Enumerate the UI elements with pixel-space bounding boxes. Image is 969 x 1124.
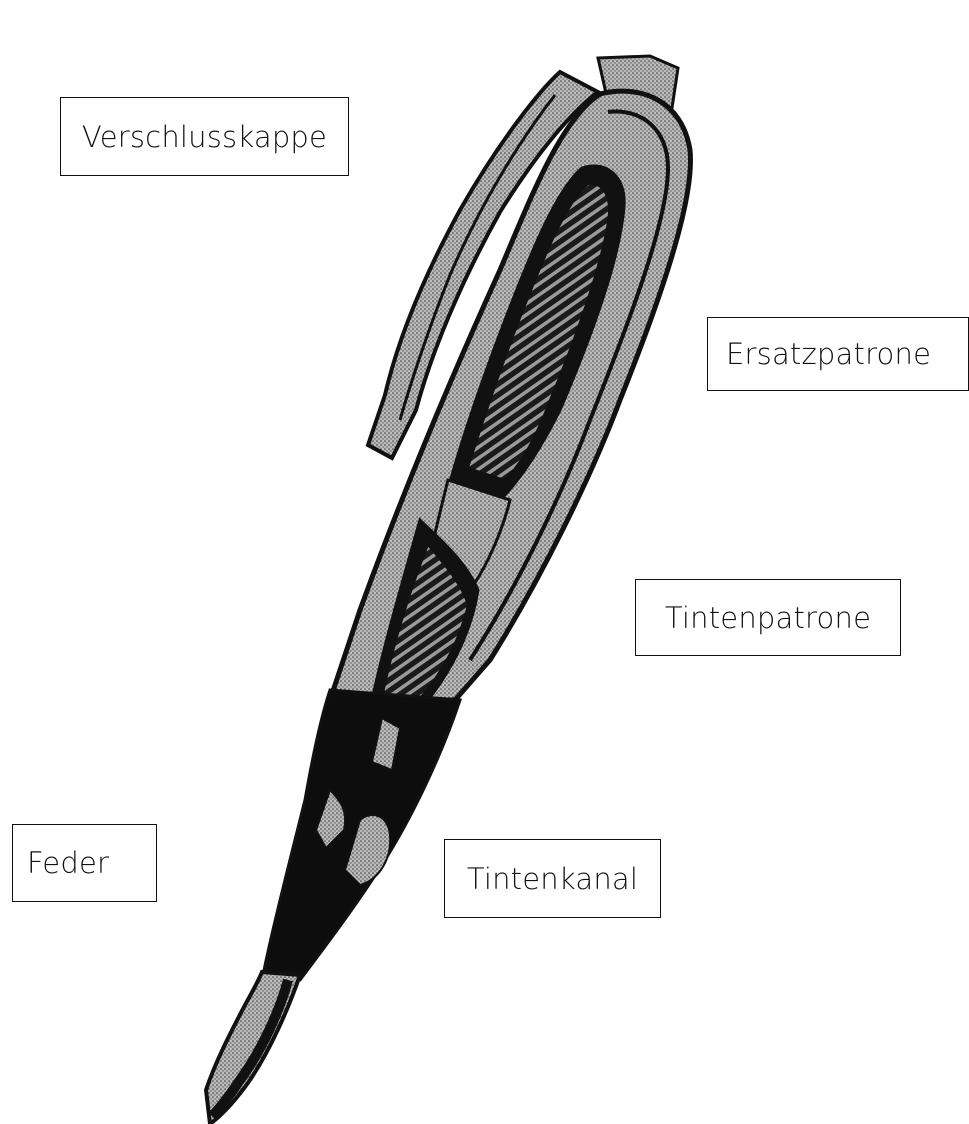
label-text: Verschlusskappe bbox=[82, 120, 327, 154]
barrel-grip bbox=[262, 690, 460, 980]
label-text: Ersatzpatrone bbox=[726, 337, 931, 371]
label-ersatzpatrone: Ersatzpatrone bbox=[707, 317, 969, 391]
label-verschlusskappe: Verschlusskappe bbox=[60, 97, 349, 176]
label-text: Tintenkanal bbox=[467, 862, 638, 896]
label-text: Tintenpatrone bbox=[665, 601, 871, 635]
label-feder: Feder bbox=[12, 824, 157, 902]
label-text: Feder bbox=[27, 846, 109, 880]
label-tintenkanal: Tintenkanal bbox=[444, 839, 661, 918]
label-tintenpatrone: Tintenpatrone bbox=[635, 579, 901, 656]
nib-shape bbox=[206, 972, 300, 1124]
